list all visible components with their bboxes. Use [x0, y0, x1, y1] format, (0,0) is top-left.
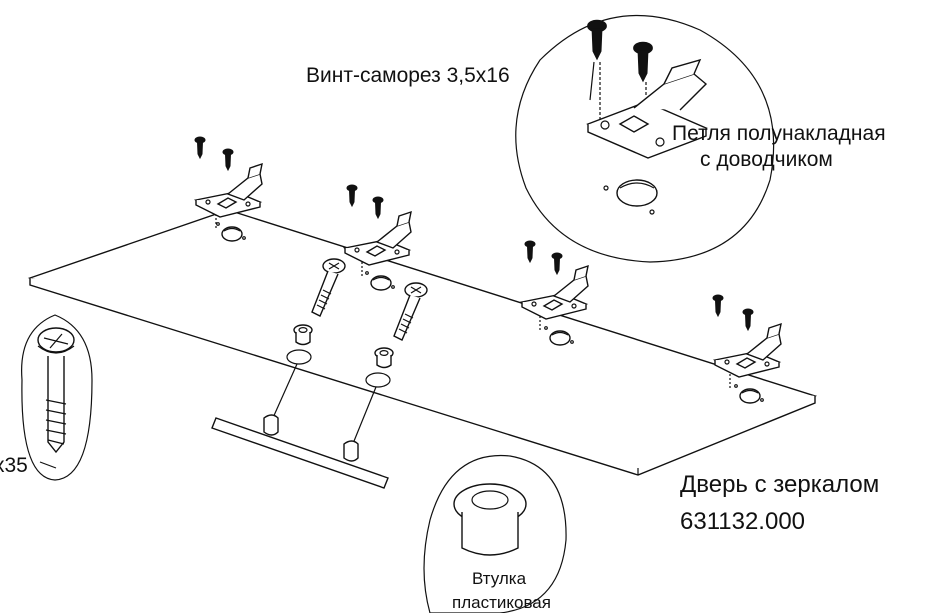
bushing-callout	[423, 454, 567, 613]
hinge-callout	[515, 14, 775, 263]
door-name-label: Дверь с зеркалом	[680, 471, 879, 498]
bushing-label-line1: Втулка	[472, 569, 527, 588]
door-panel	[27, 209, 818, 476]
door-handle	[211, 414, 389, 489]
hinge-2	[344, 184, 412, 291]
bushing-label-line2: пластиковая	[452, 593, 551, 612]
hinge-label-line1: Петля полунакладная	[672, 122, 886, 145]
screw-label: Винт-саморез 3,5х16	[306, 64, 510, 87]
handle-fasteners	[271, 258, 428, 447]
bolt-callout	[21, 314, 93, 481]
hinge-label-line2: с доводчиком	[700, 148, 833, 171]
hinge-3	[521, 240, 589, 346]
door-code-label: 631132.000	[680, 508, 805, 535]
hinge-4	[712, 294, 782, 404]
bolt-size-label: х35	[0, 454, 28, 477]
hinge-1	[194, 136, 263, 242]
